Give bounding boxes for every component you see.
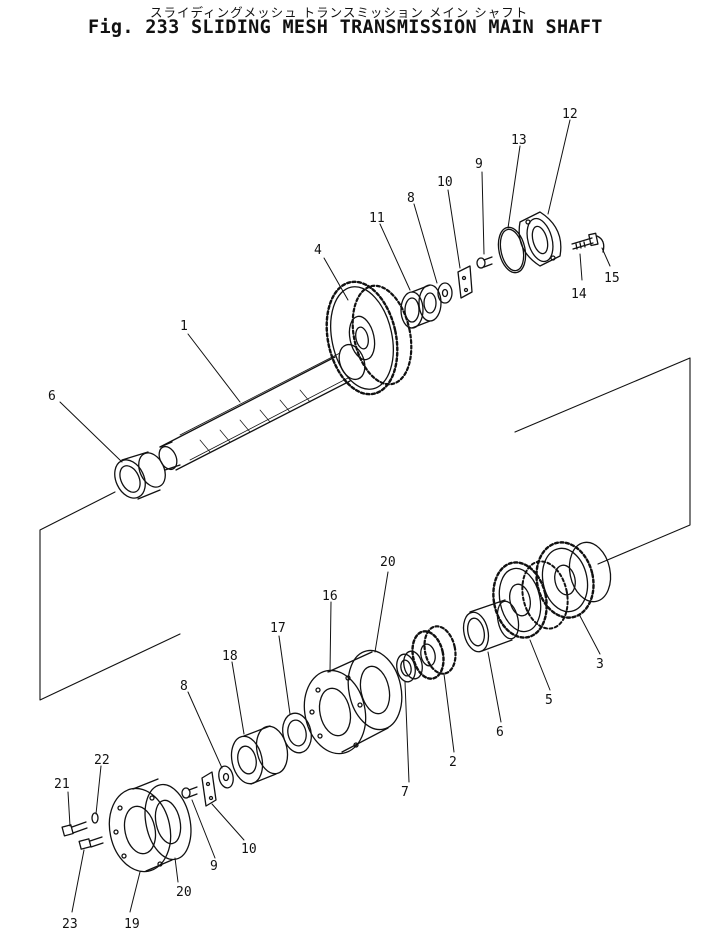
cover-12 xyxy=(518,211,562,267)
callout-19: 19 xyxy=(124,917,140,929)
callout-8b: 8 xyxy=(180,679,188,694)
spacer-17 xyxy=(282,712,312,754)
callout-13: 13 xyxy=(511,133,527,148)
callout-21: 21 xyxy=(54,777,70,792)
callout-6a: 6 xyxy=(48,389,56,404)
gasket-20-lower xyxy=(144,783,192,861)
callout-numbers: 1 2 3 4 5 6 6 7 8 8 9 9 10 10 11 12 13 1… xyxy=(48,107,620,929)
callout-15: 15 xyxy=(604,271,620,286)
gear-3 xyxy=(535,541,612,619)
callout-9a: 9 xyxy=(475,157,483,172)
callout-10a: 10 xyxy=(437,175,453,190)
callout-4: 4 xyxy=(314,243,322,258)
bearing-18 xyxy=(230,725,289,785)
callout-1: 1 xyxy=(180,319,188,334)
callout-3: 3 xyxy=(596,657,604,672)
callout-10b: 10 xyxy=(241,842,257,857)
sleeve-upper xyxy=(114,451,166,500)
figure-title: Fig. 233 SLIDING MESH TRANSMISSION MAIN … xyxy=(88,17,603,38)
callout-17: 17 xyxy=(270,621,286,636)
leader-lines xyxy=(59,119,611,913)
callout-2: 2 xyxy=(449,755,457,770)
title-japanese: スライディングメッシュ トランスミッション メイン シャフト xyxy=(150,5,529,20)
callout-14: 14 xyxy=(571,287,587,302)
callout-16: 16 xyxy=(322,589,338,604)
collar-7 xyxy=(396,650,423,683)
callout-20b: 20 xyxy=(176,885,192,900)
lock-plate-10-upper xyxy=(457,265,473,299)
gasket-20-upper xyxy=(347,649,403,731)
callout-20a: 20 xyxy=(380,555,396,570)
callout-12: 12 xyxy=(562,107,578,122)
callout-6b: 6 xyxy=(496,725,504,740)
sleeve-lower xyxy=(462,599,520,653)
callout-18: 18 xyxy=(222,649,238,664)
gear-2 xyxy=(411,625,457,680)
screw-14 xyxy=(571,232,599,250)
callout-8a: 8 xyxy=(407,191,415,206)
bolt-9-upper xyxy=(476,256,493,269)
gear-4 xyxy=(325,280,413,396)
gear-5 xyxy=(492,560,569,639)
bolt-21 xyxy=(61,821,88,837)
washer-8-lower xyxy=(218,765,234,789)
washer-8-upper xyxy=(437,282,453,304)
lock-plate-10-lower xyxy=(201,771,217,807)
connector-lines xyxy=(39,357,691,701)
washer-22 xyxy=(91,812,99,824)
fitting-23 xyxy=(78,836,104,850)
callout-9b: 9 xyxy=(210,859,218,874)
callout-22: 22 xyxy=(94,753,110,768)
bearing-11 xyxy=(400,284,442,329)
bolt-9-lower xyxy=(181,786,198,799)
cover-19 xyxy=(108,778,173,873)
callout-5: 5 xyxy=(545,693,553,708)
callout-11: 11 xyxy=(369,211,385,226)
callout-7: 7 xyxy=(401,785,409,800)
callout-23: 23 xyxy=(62,917,78,929)
